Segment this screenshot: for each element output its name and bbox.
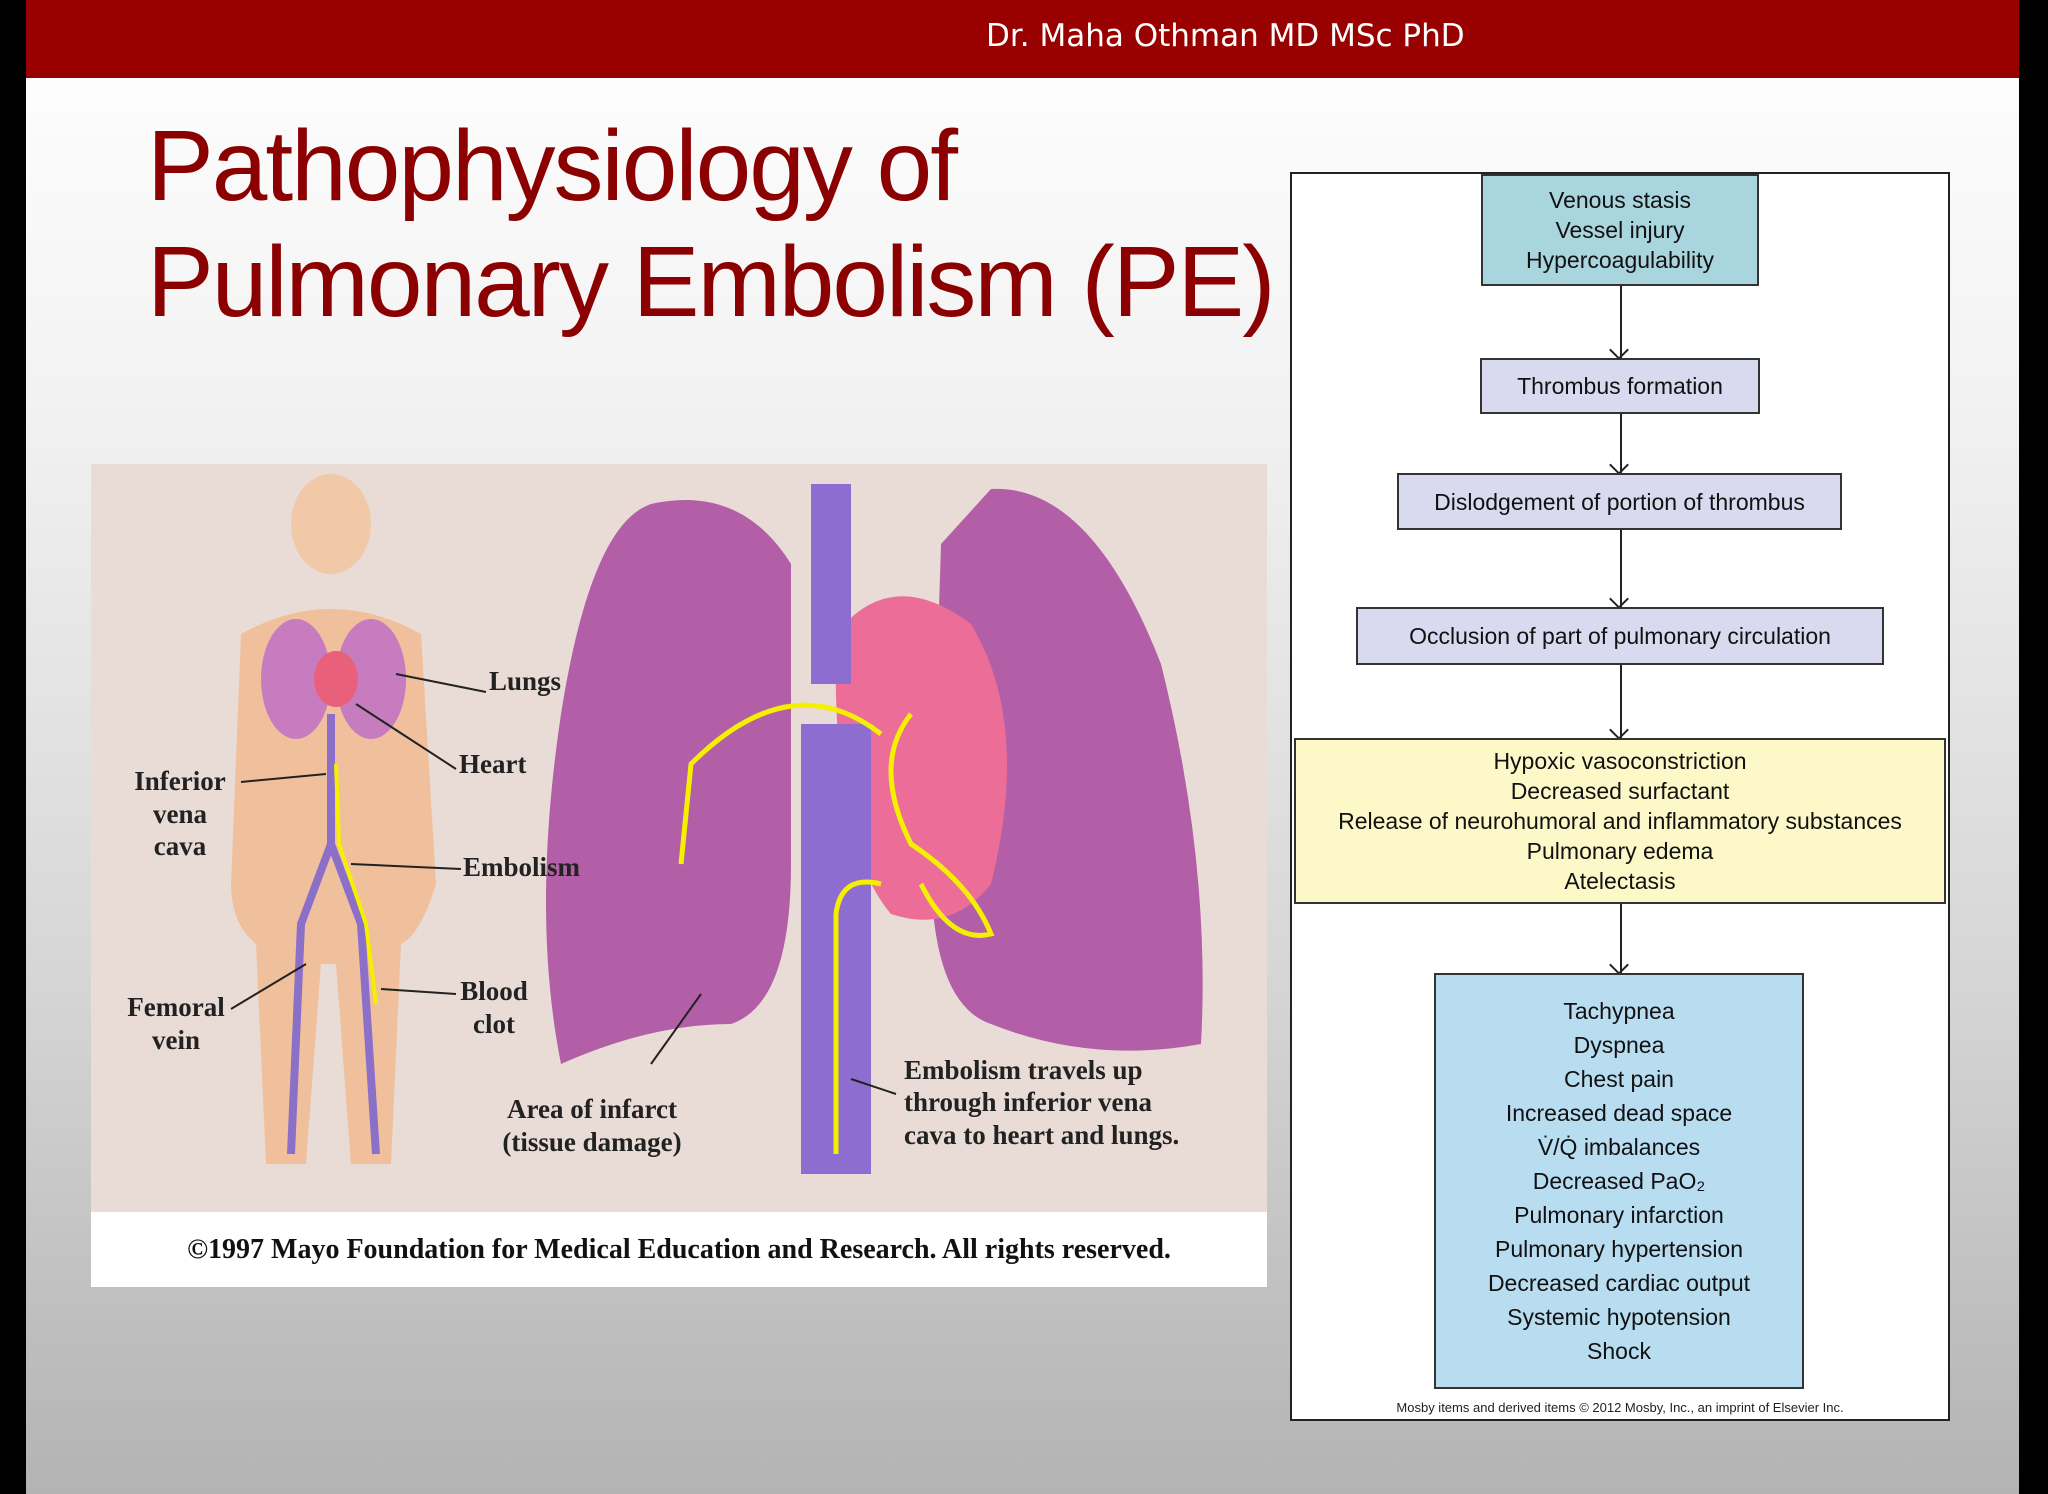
leader-lines	[230, 673, 897, 1095]
label-lungs: Lungs	[489, 666, 561, 696]
label-ivc-2: vena	[153, 799, 208, 829]
flow-box-line: Chest pain	[1564, 1066, 1674, 1092]
flow-box-line: Shock	[1587, 1338, 1651, 1364]
title-line-1: Pathophysiology of	[147, 110, 958, 222]
flow-box-line: Decreased cardiac output	[1487, 1270, 1751, 1296]
arrow-icon	[1620, 414, 1622, 473]
body-figure	[231, 474, 436, 1164]
flow-box-line: Systemic hypotension	[1507, 1304, 1731, 1330]
flow-box-line: Occlusion of part of pulmonary circulati…	[1409, 623, 1831, 649]
arrow-icon	[1620, 904, 1622, 973]
slide-title: Pathophysiology of Pulmonary Embolism (P…	[147, 108, 1276, 340]
flowchart-credit: Mosby items and derived items © 2012 Mos…	[1396, 1400, 1844, 1415]
flow-box-line: Pulmonary infarction	[1514, 1202, 1724, 1228]
label-ivc-3: cava	[154, 831, 207, 861]
label-clot-2: clot	[473, 1009, 515, 1039]
flow-box-line: Thrombus formation	[1517, 373, 1723, 399]
label-travels-3: cava to heart and lungs.	[904, 1120, 1179, 1150]
flow-box-line: Increased dead space	[1505, 1100, 1733, 1126]
label-travels-1: Embolism travels up	[904, 1055, 1143, 1085]
arrow-icon	[1620, 665, 1622, 738]
flow-box-line: Dislodgement of portion of thrombus	[1434, 488, 1805, 515]
flow-box-line: Tachypnea	[1563, 998, 1675, 1024]
illustration-caption: ©1997 Mayo Foundation for Medical Educat…	[91, 1212, 1267, 1287]
label-clot-1: Blood	[460, 976, 528, 1006]
label-infarct-1: Area of infarct	[507, 1094, 677, 1124]
slide: Dr. Maha Othman MD MSc PhD Pathophysiolo…	[26, 0, 2019, 1494]
label-embolism: Embolism	[463, 852, 581, 882]
header-bar: Dr. Maha Othman MD MSc PhD	[26, 0, 2019, 78]
flow-box-line: Decreased surfactant	[1510, 778, 1730, 804]
flow-box-thrombus: Thrombus formation	[1480, 358, 1760, 414]
flow-box-line: Dyspnea	[1573, 1032, 1665, 1058]
flow-box-occlusion: Occlusion of part of pulmonary circulati…	[1356, 607, 1884, 665]
flow-box-line: Vessel injury	[1555, 217, 1685, 243]
arrow-icon	[1620, 530, 1622, 607]
label-travels-2: through inferior vena	[904, 1087, 1153, 1117]
flow-box-line: Pulmonary edema	[1526, 838, 1714, 864]
title-line-2: Pulmonary Embolism (PE)	[147, 226, 1276, 338]
flow-box-dislodgement: Dislodgement of portion of thrombus	[1397, 473, 1842, 530]
label-heart: Heart	[459, 749, 526, 779]
flow-box-line: Decreased PaO₂	[1532, 1168, 1706, 1194]
label-infarct-2: (tissue damage)	[502, 1127, 681, 1157]
flow-box-line: V̇/Q̇ imbalances	[1537, 1134, 1701, 1160]
flow-box-line: Release of neurohumoral and inflammatory…	[1338, 808, 1902, 834]
flow-box-line: Venous stasis	[1549, 187, 1691, 213]
label-femoral-1: Femoral	[127, 992, 225, 1022]
flow-box-line: Hypercoagulability	[1526, 247, 1714, 273]
label-femoral-2: vein	[152, 1025, 200, 1055]
pe-illustration: Lungs Heart Inferior vena cava Embolism …	[91, 464, 1267, 1287]
flow-box-line: Atelectasis	[1564, 868, 1676, 894]
anatomy-drawing: Lungs Heart Inferior vena cava Embolism …	[127, 474, 1203, 1174]
flow-box-line: Hypoxic vasoconstriction	[1493, 748, 1747, 774]
author-name: Dr. Maha Othman MD MSc PhD	[986, 18, 1465, 54]
lungs-heart-drawing	[546, 484, 1203, 1174]
flow-box-line: Pulmonary hypertension	[1494, 1236, 1744, 1262]
arrow-icon	[1620, 286, 1622, 358]
label-ivc-1: Inferior	[134, 766, 225, 796]
